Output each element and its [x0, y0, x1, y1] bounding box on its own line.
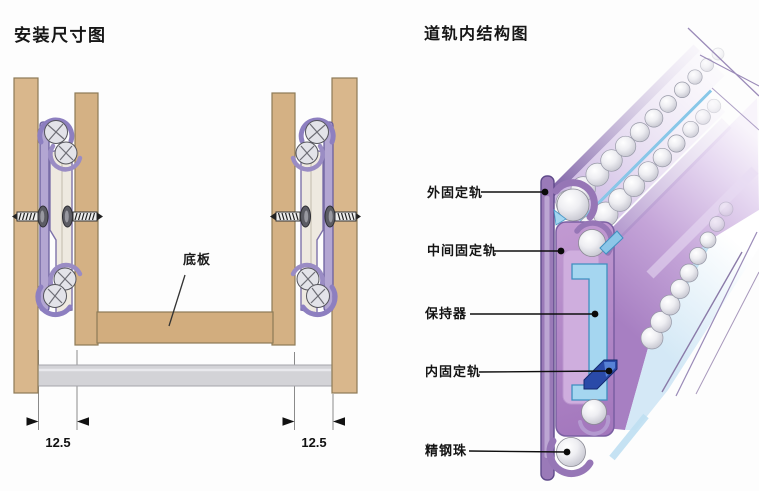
lower-ball-row [640, 201, 734, 350]
rail-edge-lines-top [687, 27, 759, 131]
label-inner-fixed-rail: 内固定轨 [425, 364, 482, 379]
label-bottom-board: 底板 [183, 252, 212, 267]
ball-crosshatch [47, 123, 74, 305]
outer-rail-bottom-hook [546, 437, 594, 478]
dimension-extension-lines [38, 350, 334, 430]
screw-outer [12, 205, 49, 228]
leader-dots [541, 188, 613, 456]
steel-ball-third [581, 399, 607, 425]
label-retainer: 保持器 [425, 306, 468, 321]
left-cabinet-panel [13, 77, 39, 394]
dimension-value-left: 12.5 [45, 435, 71, 450]
leader-lines [468, 191, 609, 453]
rail-cross-section [540, 175, 624, 481]
rail-3d [545, 27, 759, 461]
left-diagram-title: 安装尺寸图 [14, 26, 107, 45]
rail-edge-lines-bottom [661, 231, 759, 397]
right-cabinet-panel [331, 77, 358, 394]
steel-ball-second [578, 229, 606, 257]
steel-ball-top [556, 188, 590, 222]
label-outer-fixed-rail: 外固定轨 [427, 185, 484, 200]
drawer-slide-left [12, 117, 103, 318]
dimension-value-right: 12.5 [301, 435, 327, 450]
base-strip [37, 364, 333, 387]
bottom-board [96, 311, 274, 344]
dimension-arrows [26, 417, 345, 426]
screw-inner [62, 205, 103, 228]
label-middle-fixed-rail: 中间固定轨 [427, 243, 498, 258]
label-steel-ball: 精钢珠 [425, 443, 468, 458]
upper-front-ball-row [578, 98, 722, 242]
right-diagram-title: 道轨内结构图 [424, 26, 530, 43]
bottom-board-leader [168, 274, 186, 327]
outer-rail-top-hook [552, 179, 598, 221]
